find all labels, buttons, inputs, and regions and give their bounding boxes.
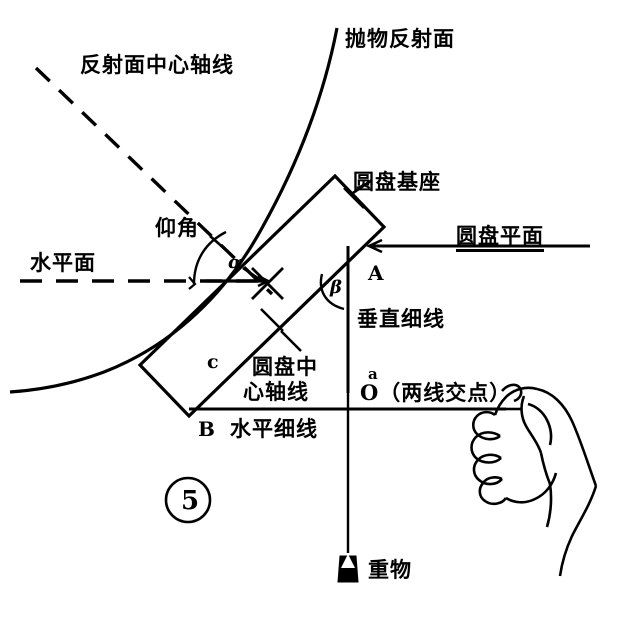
label-point-b: B bbox=[198, 417, 215, 441]
label-disk-plane: 圆盘平面 bbox=[456, 226, 544, 252]
weight-block bbox=[337, 555, 359, 583]
label-horizontal-plane: 水平面 bbox=[30, 251, 96, 275]
disk-base-tick-middle bbox=[260, 308, 284, 332]
axis-intersection-cross-mark bbox=[251, 267, 284, 300]
figure-number-label: 5 bbox=[181, 486, 200, 516]
elevation-angle-leader bbox=[209, 235, 227, 251]
disk-base-tick-upper bbox=[343, 187, 365, 209]
label-elevation-angle: 仰角 bbox=[155, 216, 199, 240]
label-vertical-thin-line: 垂直细线 bbox=[357, 307, 445, 331]
label-side-a-lower: a bbox=[368, 365, 378, 383]
label-weight: 重物 bbox=[368, 558, 412, 582]
disk-base-leader-line bbox=[349, 178, 373, 197]
label-point-a: A bbox=[368, 261, 384, 285]
alpha-arc-foot-tick bbox=[188, 276, 197, 290]
figure-number-circle bbox=[164, 476, 212, 524]
alpha-leader-stroke bbox=[242, 266, 263, 283]
label-side-c: c bbox=[207, 351, 219, 373]
disk-plane-arrow-head bbox=[365, 238, 383, 254]
hand-illustration bbox=[470, 383, 598, 577]
label-angle-alpha: α bbox=[228, 252, 242, 273]
label-angle-beta: β bbox=[330, 277, 342, 298]
label-parabolic-surface: 抛物反射面 bbox=[345, 27, 455, 51]
disk-base-rectangle bbox=[137, 173, 387, 419]
weight-string-notch bbox=[341, 554, 355, 568]
label-horizontal-thin-line: 水平细线 bbox=[230, 417, 318, 441]
label-reflector-central-axis: 反射面中心轴线 bbox=[80, 53, 234, 77]
label-disk-center-axis-line2: 心轴线 bbox=[243, 380, 309, 404]
label-disk-base: 圆盘基座 bbox=[353, 170, 441, 194]
alpha-angle-arc bbox=[192, 230, 227, 285]
disk-base-tick-lower bbox=[280, 330, 302, 352]
label-intersection-note: O（两线交点） bbox=[360, 380, 512, 405]
label-disk-center-axis-line1: 圆盘中 bbox=[252, 355, 318, 379]
beta-angle-arc bbox=[319, 273, 345, 311]
reflector-axis-dashed-line bbox=[34, 66, 274, 296]
